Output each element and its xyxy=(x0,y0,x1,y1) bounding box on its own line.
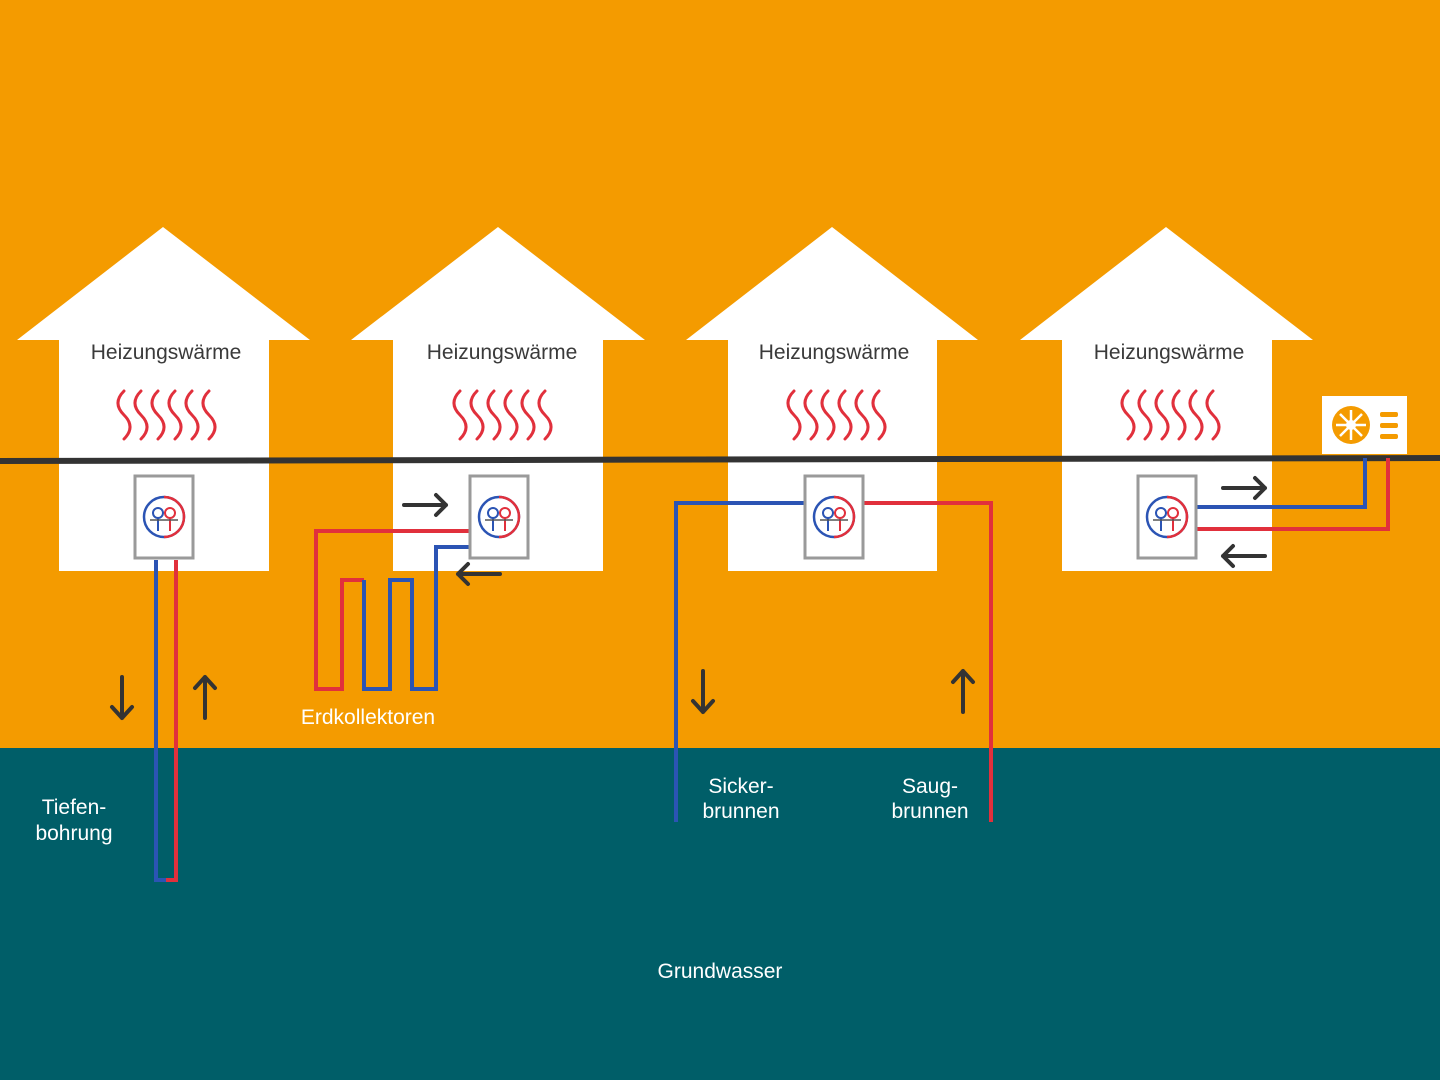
house-shape xyxy=(17,227,310,571)
heat-pump-icon xyxy=(133,474,195,560)
heat-pump-icon xyxy=(803,474,865,560)
suction-well-label: Saug- xyxy=(902,775,958,798)
suction-well-label: brunnen xyxy=(891,800,968,823)
house-1: Heizungswärme xyxy=(17,227,310,571)
borehole-label: Tiefen- xyxy=(42,796,107,819)
house-label: Heizungswärme xyxy=(1094,341,1245,364)
well-pipes xyxy=(674,501,993,822)
groundwater-label: Grundwasser xyxy=(658,960,783,983)
flow-arrow-right-icon xyxy=(1221,476,1267,500)
house-shape xyxy=(1020,227,1313,571)
air-pipes xyxy=(1196,458,1390,531)
borehole-pipes xyxy=(154,560,178,882)
surface-line xyxy=(0,455,1440,464)
house-label: Heizungswärme xyxy=(91,341,242,364)
house-shape xyxy=(351,227,645,571)
flow-arrow-left-icon xyxy=(1221,544,1267,568)
outdoor-unit-fan-icon xyxy=(1322,396,1407,454)
house-label: Heizungswärme xyxy=(759,341,910,364)
flow-arrow-left-icon xyxy=(456,562,502,586)
flow-arrow-down-icon xyxy=(110,675,134,720)
collectors-label: Erdkollektoren xyxy=(301,706,435,729)
groundwater-area xyxy=(0,748,1440,1080)
collector-pipes xyxy=(314,529,470,691)
flow-arrow-right-icon xyxy=(402,493,448,517)
heat-pump-icon xyxy=(1136,474,1198,560)
heat-pump-icon xyxy=(468,474,530,560)
house-shape xyxy=(686,227,978,571)
flow-arrow-down-icon xyxy=(691,669,715,714)
flow-arrow-up-icon xyxy=(951,669,975,714)
house-2: Heizungswärme xyxy=(351,227,645,571)
sink-well-label: Sicker- xyxy=(708,775,773,798)
flow-arrow-up-icon xyxy=(193,675,217,720)
house-3: Heizungswärme xyxy=(686,227,978,571)
house-4: Heizungswärme xyxy=(1020,227,1313,571)
sink-well-label: brunnen xyxy=(702,800,779,823)
borehole-label: bohrung xyxy=(35,822,112,845)
house-label: Heizungswärme xyxy=(427,341,578,364)
